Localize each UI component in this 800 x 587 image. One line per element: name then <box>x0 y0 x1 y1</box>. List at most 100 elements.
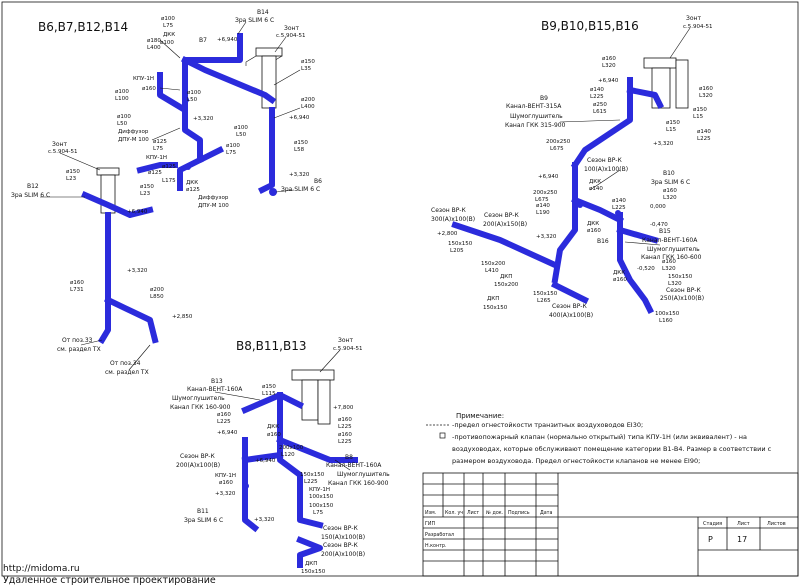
notes-title: Примечание: <box>456 412 504 420</box>
diagram-label-s1-zont2: Зонт <box>52 141 67 148</box>
diagram-label-s3-lvl7800: +7,800 <box>333 405 354 411</box>
diagram-label-s3-dkp: ДКП <box>305 561 317 567</box>
diagram-label-s1-slim-b14: Зра SLIM 6 С <box>235 17 274 24</box>
diagram-label-s2-d150b: ø150 <box>666 120 680 126</box>
diagram-label-s3-sez2: Сезон ВР-К <box>323 525 358 532</box>
diagram-label-s1-l731: L731 <box>70 287 84 293</box>
stamp-row-nkontr: Н.контр. <box>425 543 446 549</box>
diagram-label-s2-150x150b: 150x150 <box>668 274 693 280</box>
diagram-label-s1-l100: L100 <box>115 96 129 102</box>
notes-line-3: воздуховодах, которые обслуживают помеще… <box>452 445 772 453</box>
diagram-label-s2-150x200b: 150x200 <box>494 282 519 288</box>
duct-run <box>104 296 159 344</box>
diagram-label-s2-l320e: L320 <box>668 281 682 287</box>
diagram-label-s1-dkk2: ДКК <box>186 180 198 186</box>
duct-run <box>157 67 188 113</box>
diagram-label-s2-d160b: ø160 <box>699 86 713 92</box>
diagram-label-s2-l615: L615 <box>593 109 607 115</box>
footer-url[interactable]: http://midoma.ru <box>3 564 80 574</box>
diagram-label-s1-b12: В12 <box>27 183 39 190</box>
roof-hood <box>643 57 677 69</box>
diagram-label-s3-dkk1: ДКК <box>267 424 279 430</box>
diagram-label-s3-150x150a: 150x150 <box>300 472 325 478</box>
diagram-label-s3-b11: В11 <box>197 508 209 515</box>
diagram-label-s2-lvl0520: -0,520 <box>637 266 655 272</box>
diagram-label-s2-d160f: ø160 <box>613 277 627 283</box>
diagram-label-s2-b9: В9 <box>540 95 548 102</box>
diagram-label-s1-d160a: ø160 <box>142 86 156 92</box>
diagram-label-s2-kanal315: Канал-ВЕНТ-315А <box>506 103 562 110</box>
diagram-label-s3-sez2-sz: 150(А)x100(В) <box>321 534 365 541</box>
diagram-label-s2-lvl0000: 0,000 <box>650 204 666 210</box>
diagram-label-s1-d150d: ø150 <box>140 184 154 190</box>
diagram-label-s1-lvl3320b: +3,320 <box>289 172 310 178</box>
diagram-label-s3-100x150b: 100x150 <box>309 503 334 509</box>
diagram-label-s2-l320b: L320 <box>699 93 713 99</box>
diagram-label-s1-l50c: L50 <box>236 132 247 138</box>
duct-run <box>81 191 154 218</box>
notes-line-1: -предел огнестойкости транзитных воздухо… <box>452 421 643 429</box>
duct-network-section-2 <box>451 57 689 315</box>
diagram-label-s2-sez5: Сезон ВР-К <box>552 303 587 310</box>
stamp-col-podp: Подпись <box>508 510 530 516</box>
diagram-label-s1-kpu2: КПУ-1Н <box>146 155 167 161</box>
diagram-label-s1-d125a: ø125 <box>153 139 167 145</box>
diagram-label-s3-shum1: Шумоглушитель <box>172 395 225 402</box>
diagram-label-s2-lvl6940a: +6,940 <box>598 78 619 84</box>
diagram-label-s2-l675b: L675 <box>535 197 549 203</box>
diagram-label-s3-kanal160a: Канал-ВЕНТ-160А <box>187 386 243 393</box>
diagram-label-s2-sez4-sz: 250(А)x100(В) <box>660 295 704 302</box>
diagram-label-s3-shum2: Шумоглушитель <box>337 471 390 478</box>
diagram-label-s3-d160e: ø160 <box>219 480 233 486</box>
diagram-label-s3-l120: L120 <box>281 452 295 458</box>
diagram-label-s2-d140a: ø140 <box>590 87 604 93</box>
diagram-label-s1-l23a: L23 <box>66 176 77 182</box>
diagram-label-s2-l320a: L320 <box>602 63 616 69</box>
duct-run <box>276 436 358 463</box>
diagram-label-s2-d160a: ø160 <box>602 56 616 62</box>
valve-marker <box>185 164 191 170</box>
diagram-label-s1-d150c: ø150 <box>66 169 80 175</box>
valve-marker <box>243 483 249 489</box>
diagram-label-s2-sez3: Сезон ВР-К <box>484 212 519 219</box>
stamp-col-ndok: № док. <box>486 510 503 516</box>
diagram-label-s3-sez1-sz: 200(А)x100(В) <box>176 462 220 469</box>
diagram-label-s2-zont: Зонт <box>686 15 701 22</box>
diagram-label-s2-b10: В10 <box>663 170 675 177</box>
section-title-3: В8,В11,В13 <box>236 339 307 353</box>
diagram-label-s3-kanal160b: Канал-ВЕНТ-160А <box>326 462 382 469</box>
diagram-label-s2-sez1-sz: 100(А)x100(В) <box>584 166 628 173</box>
diagram-label-s3-l75: L75 <box>313 510 324 516</box>
diagram-label-s2-l15b: L15 <box>666 127 677 133</box>
diagram-label-s1-zont: Зонт <box>284 25 299 32</box>
diagram-label-s3-l115: L115 <box>262 391 276 397</box>
fire-valve-symbol <box>439 432 446 439</box>
diagram-label-s2-l225c: L225 <box>612 205 626 211</box>
stamp-v-stadiya: Р <box>708 535 713 544</box>
duct-run <box>626 86 665 110</box>
diagram-label-s1-l50b: L50 <box>117 121 128 127</box>
diagram-label-s2-l265: L265 <box>537 298 551 304</box>
diagram-label-s1-d125c: ø125 <box>148 170 162 176</box>
duct-run <box>182 107 225 163</box>
diagram-label-s1-zont-code: с.5.904-51 <box>276 33 306 39</box>
diagram-label-s3-b8: В8 <box>345 454 353 461</box>
diagram-label-s2-d160c: ø160 <box>663 188 677 194</box>
diagram-label-s3-zont: Зонт <box>338 337 353 344</box>
diagram-label-s2-dkk2: ДКК <box>587 221 599 227</box>
diagram-label-s3-d150a: ø150 <box>262 384 276 390</box>
diagram-label-s2-sez1: Сезон ВР-К <box>587 157 622 164</box>
notes-line-2: -противопожарный клапан (нормально откры… <box>452 433 747 441</box>
diagram-label-s1-d125d: ø125 <box>186 187 200 193</box>
diagram-label-s2-b16: В16 <box>597 238 609 245</box>
stamp-col-data: Дата <box>540 510 552 516</box>
duct-run <box>241 451 284 464</box>
diagram-label-s2-l320c: L320 <box>663 195 677 201</box>
diagram-label-s2-dkp2: ДКП <box>487 296 499 302</box>
diagram-label-s1-d125b: ø125 <box>162 164 176 170</box>
sheet-frame <box>1 1 799 577</box>
duct-run <box>570 77 633 170</box>
duct-run <box>296 536 323 568</box>
diagram-label-s2-lvl3320a: +3,320 <box>653 141 674 147</box>
